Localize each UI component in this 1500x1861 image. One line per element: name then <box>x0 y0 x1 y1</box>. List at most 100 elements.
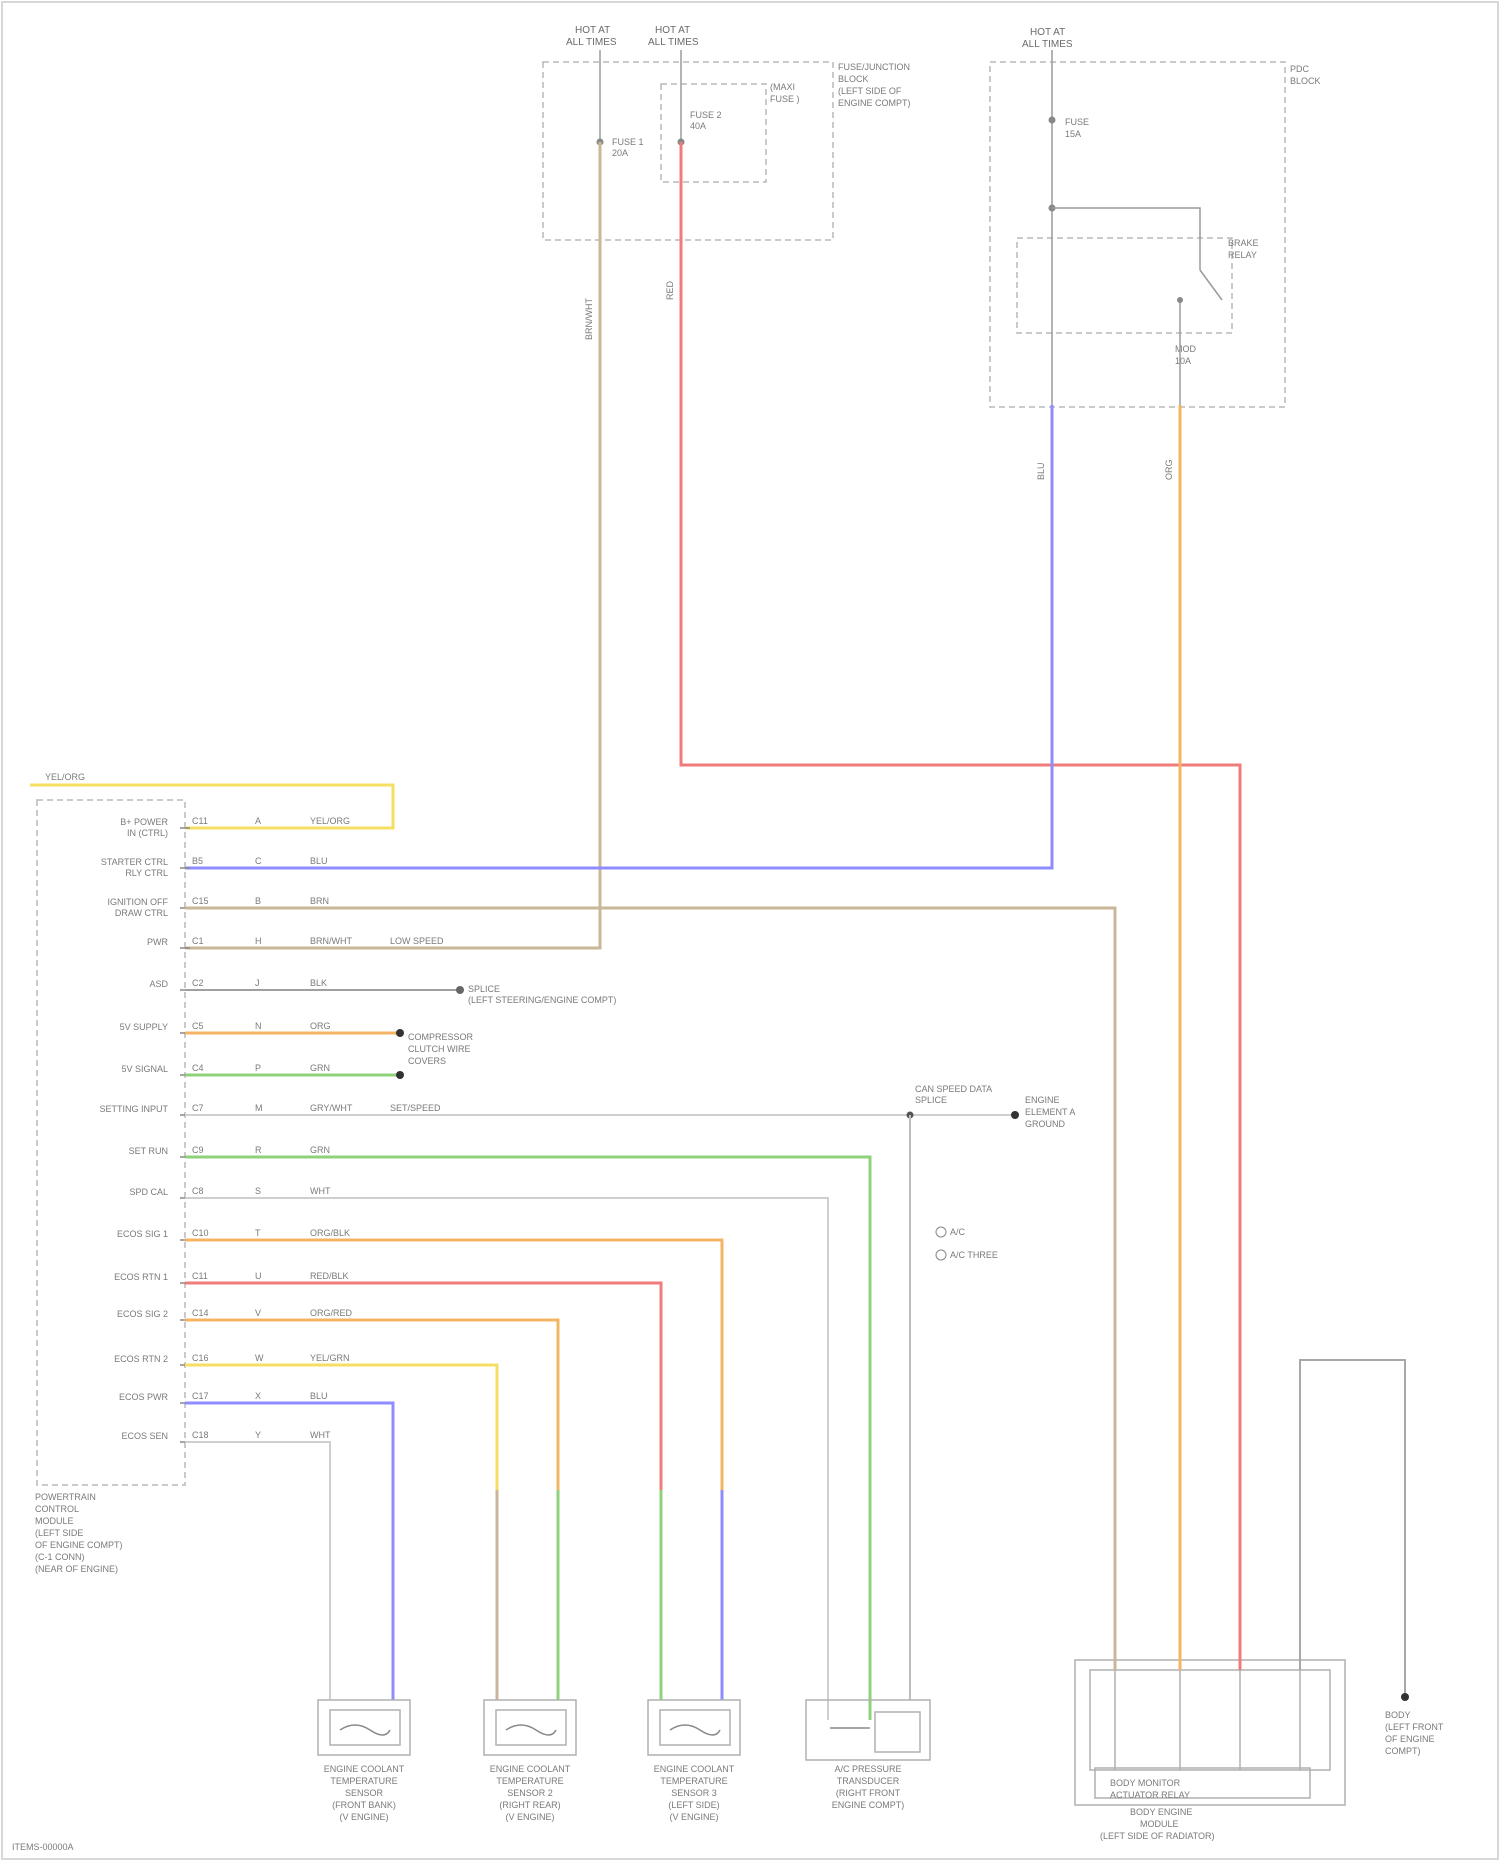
pin-wire-color: GRY/WHT <box>310 1103 353 1113</box>
sensor-label-line: ENGINE COOLANT <box>324 1764 405 1774</box>
sensor-label-line: (LEFT SIDE) <box>668 1800 719 1810</box>
pin-cavity: T <box>255 1228 261 1238</box>
pcm-name6: (C-1 CONN) <box>35 1552 85 1562</box>
fuse-a-rating: 20A <box>612 148 628 158</box>
pin-number: C11 <box>192 1271 208 1281</box>
compressor-label3: COVERS <box>408 1056 446 1066</box>
relay-contact <box>1177 297 1183 303</box>
asd-splice-node <box>456 986 464 994</box>
sensor-label-line: (RIGHT REAR) <box>499 1800 560 1810</box>
pin-wire-color: WHT <box>310 1186 331 1196</box>
pin-number: C17 <box>192 1391 209 1401</box>
pdc-fuse-rating: 15A <box>1065 129 1081 139</box>
sensor-label-line: (V ENGINE) <box>669 1812 718 1822</box>
relay-mod2: 10A <box>1175 356 1191 366</box>
pdc-line2: BLOCK <box>1290 76 1321 86</box>
pin-function-2: IN (CTRL) <box>127 828 168 838</box>
relay-switch <box>1200 270 1222 300</box>
sensor-label-line: (V ENGINE) <box>339 1812 388 1822</box>
pin-number: C2 <box>192 978 204 988</box>
pin-function: ECOS SIG 1 <box>117 1229 168 1239</box>
pin-function-2: DRAW CTRL <box>115 908 168 918</box>
relay-mod-name2: MODULE <box>1140 1819 1179 1829</box>
pin-wire-color: ORG/RED <box>310 1308 353 1318</box>
sensor-label-line: (RIGHT FRONT <box>836 1788 901 1798</box>
fuse3-sub: ALL TIMES <box>1022 39 1073 50</box>
pin-cavity: N <box>255 1021 262 1031</box>
fuse1-sub: ALL TIMES <box>566 37 617 48</box>
sensor-1 <box>318 1700 410 1755</box>
maxi-fuse-box <box>661 84 766 182</box>
wire-label-tan: BRN/WHT <box>584 298 594 340</box>
body-ground-node <box>1401 1693 1409 1701</box>
relay-mod: MOD <box>1175 344 1196 354</box>
splice2-label: CAN SPEED DATA <box>915 1084 992 1094</box>
maxi-label2: FUSE ) <box>770 94 800 104</box>
pin-function: ECOS RTN 1 <box>114 1272 168 1282</box>
pin-function: ECOS SEN <box>121 1431 168 1441</box>
sensor-label-line: ENGINE COOLANT <box>654 1764 735 1774</box>
sensor-label-line: TEMPERATURE <box>660 1776 727 1786</box>
pin-wire-color: GRN <box>310 1063 330 1073</box>
splice-label: SPLICE <box>468 984 500 994</box>
body-ground-name2: (LEFT FRONT <box>1385 1722 1444 1732</box>
body-ground-name3: OF ENGINE <box>1385 1734 1435 1744</box>
sensor-label-line: TRANSDUCER <box>837 1776 900 1786</box>
sensor-3 <box>648 1700 740 1755</box>
pin-wire-color: GRN <box>310 1145 330 1155</box>
pcm-pin-row: ECOS RTN 1C11URED/BLK <box>114 1271 348 1283</box>
setting-note: SET/SPEED <box>390 1103 441 1113</box>
pin-cavity: H <box>255 936 262 946</box>
pin-number: C16 <box>192 1353 209 1363</box>
sensor-label-line: TEMPERATURE <box>330 1776 397 1786</box>
fuse-b-rating: 40A <box>690 121 706 131</box>
pin-function: STARTER CTRL <box>101 857 168 867</box>
pin-cavity: P <box>255 1063 261 1073</box>
junction-title: FUSE/JUNCTION <box>838 62 910 72</box>
fuse1-label: HOT AT <box>575 25 610 36</box>
sensor-label-line: TEMPERATURE <box>496 1776 563 1786</box>
yellow-top-label: YEL/ORG <box>45 772 85 782</box>
wire-gray-ground <box>1300 1360 1405 1695</box>
pin-number: C11 <box>192 816 208 826</box>
pin-number: C18 <box>192 1430 209 1440</box>
pdc-title: PDC <box>1290 64 1310 74</box>
wire-ecos-sig2 <box>185 1320 558 1490</box>
pin-number: B5 <box>192 856 203 866</box>
sensor-4 <box>806 1700 930 1760</box>
wire-label-red: RED <box>665 280 675 300</box>
pin-function: SPD CAL <box>129 1187 168 1197</box>
body-ground-name1: BODY <box>1385 1710 1411 1720</box>
pin-number: C7 <box>192 1103 204 1113</box>
pin-cavity: B <box>255 896 261 906</box>
pin-function-2: RLY CTRL <box>125 868 168 878</box>
pcm-name5: OF ENGINE COMPT) <box>35 1540 123 1550</box>
pin-cavity: X <box>255 1391 261 1401</box>
relay-label2: RELAY <box>1228 250 1257 260</box>
pcm-pin-row: 5V SUPPLYC5NORG <box>120 1021 331 1033</box>
wire-blue-starter <box>185 405 1052 868</box>
wire-ecos-pwr <box>185 1403 393 1700</box>
pin-wire-color: ORG/BLK <box>310 1228 350 1238</box>
ground-label: ENGINE <box>1025 1095 1060 1105</box>
pin-number: C9 <box>192 1145 204 1155</box>
pin-number: C15 <box>192 896 209 906</box>
pin-function: PWR <box>147 937 168 947</box>
splice2-sub: SPLICE <box>915 1095 947 1105</box>
pcm-pin-row: SPD CALC8SWHT <box>129 1186 331 1198</box>
comp-node1 <box>396 1029 404 1037</box>
legend-2: A/C THREE <box>950 1250 998 1260</box>
pcm-pin-row: ASDC2JBLK <box>149 978 327 990</box>
pcm-name1: POWERTRAIN <box>35 1492 96 1502</box>
pin-number: C8 <box>192 1186 204 1196</box>
pin-function: IGNITION OFF <box>108 897 169 907</box>
body-ground-name4: COMPT) <box>1385 1746 1421 1756</box>
pin-number: C1 <box>192 936 204 946</box>
pin-cavity: A <box>255 816 261 826</box>
pdc-fuse-label: FUSE <box>1065 117 1089 127</box>
